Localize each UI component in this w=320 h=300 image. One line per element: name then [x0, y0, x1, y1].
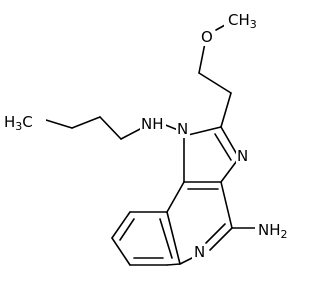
- bond-c9-c8: [111, 211, 131, 239]
- atom-label-nh2: NH2: [258, 221, 288, 241]
- bond-n5-c5a: [179, 257, 193, 265]
- bond-butyl-3: [45, 119, 73, 129]
- bond-c6-c5a: [166, 263, 181, 266]
- bond-c4-n5-double: [205, 223, 226, 244]
- bond-ch2-o: [198, 42, 206, 74]
- bond-butyl-1: [99, 116, 122, 140]
- bond-c4-n5: [209, 227, 233, 251]
- atom-label-o: O: [201, 28, 213, 46]
- atom-label-n5: N: [194, 243, 205, 261]
- bond-lines: [45, 18, 259, 266]
- bond-c2-n1: [183, 126, 222, 137]
- bond-c3a-c4: [220, 181, 233, 229]
- bond-ch2-ch2: [198, 72, 232, 94]
- atom-label-n3: N: [237, 147, 248, 165]
- atom-label-n1: N: [177, 120, 188, 138]
- bond-c9a-c9b: [166, 181, 185, 213]
- bond-butyl-2: [71, 116, 101, 129]
- atom-label-ch3: CH3: [228, 11, 257, 31]
- bond-ch2-c2: [220, 92, 232, 128]
- atom-label-nh: NH: [141, 115, 164, 133]
- bond-nh-ch2: [120, 127, 143, 140]
- bond-c2-n3-double: [214, 133, 232, 161]
- chemical-structure: CH3 O N N N NH2 NH H3C: [0, 10, 299, 266]
- bond-c9-c8-double: [119, 218, 135, 241]
- atom-labels: CH3 O N N N NH2 NH H3C: [0, 10, 299, 262]
- atom-label-h3c: H3C: [4, 113, 33, 133]
- bond-c5a-c9a: [166, 211, 181, 265]
- bond-c9a-c5a-double: [159, 218, 173, 259]
- bond-c8-c7: [111, 237, 131, 266]
